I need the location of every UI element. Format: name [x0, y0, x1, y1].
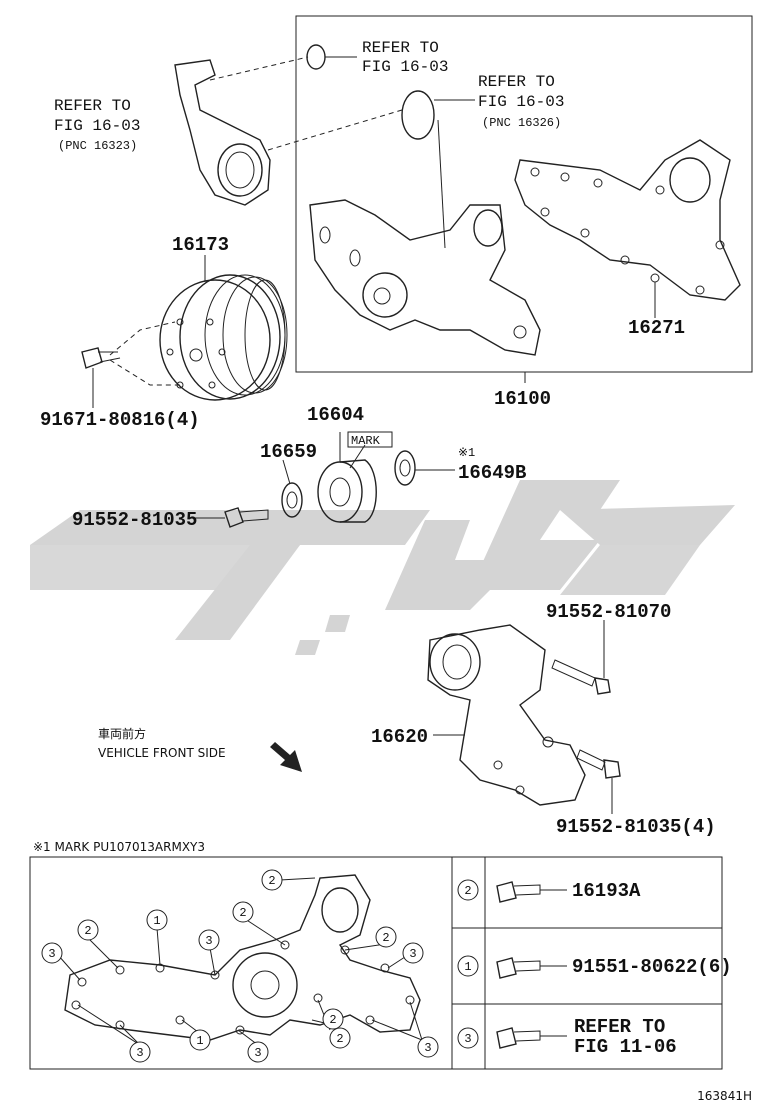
legend-3-text2: FIG 11-06	[574, 1036, 677, 1058]
part-label-16649b: 16649B	[458, 462, 526, 484]
callout-num: 1	[464, 960, 471, 974]
part-label-16271: 16271	[628, 317, 685, 339]
callout-num: 3	[48, 947, 55, 961]
o-ring-large	[401, 90, 435, 140]
bolt-91552-81035-4	[576, 749, 621, 814]
part-label-91552-81035-4: 91552-81035(4)	[556, 816, 716, 838]
callout-num: 2	[329, 1013, 336, 1027]
callout-num: 2	[382, 931, 389, 945]
part-label-91552-81035: 91552-81035	[72, 509, 197, 531]
direction-jp: 車両前方	[98, 726, 146, 741]
callout-circles	[41, 869, 479, 1063]
bolt-91552-81035	[193, 507, 269, 528]
part-label-16620: 16620	[371, 726, 428, 748]
tensioner	[427, 624, 586, 806]
ref-c-line1: REFER TO	[54, 97, 131, 115]
callout-num: 2	[84, 924, 91, 938]
figure-id: 163841H	[697, 1089, 752, 1103]
ref-c-line2: FIG 16-03	[54, 117, 140, 135]
note1-marker: ※1	[458, 446, 475, 460]
callout-num: 2	[464, 884, 471, 898]
legend-3-text1: REFER TO	[574, 1016, 665, 1038]
callout-num: 3	[464, 1032, 471, 1046]
callout-num: 1	[153, 914, 160, 928]
callout-num: 3	[409, 947, 416, 961]
callout-num: 3	[254, 1046, 261, 1060]
water-inlet-pipe	[174, 56, 403, 206]
callout-num: 2	[336, 1032, 343, 1046]
ref-b-line2: FIG 16-03	[478, 93, 564, 111]
footnote-mark: ※1 MARK PU107013ARMXY3	[33, 840, 205, 854]
pulley	[109, 255, 288, 401]
ref-a-line1: REFER TO	[362, 39, 439, 57]
part-label-16100: 16100	[494, 388, 551, 410]
watermark-logo	[30, 480, 735, 655]
part-label-91552-81070: 91552-81070	[546, 601, 671, 623]
water-pump-gasket	[514, 139, 741, 318]
mark-label: MARK	[351, 434, 381, 448]
idler-pulley	[281, 431, 455, 523]
legend-2-text: 91551-80622(6)	[572, 956, 732, 978]
water-pump-body	[309, 199, 541, 356]
part-label-16173: 16173	[172, 234, 229, 256]
callout-num: 2	[268, 874, 275, 888]
vehicle-front-arrow	[270, 742, 302, 772]
bolt-location-frame	[29, 856, 723, 1070]
legend-1-text: 16193A	[572, 880, 641, 902]
direction-en: VEHICLE FRONT SIDE	[98, 746, 226, 760]
callout-num: 2	[239, 906, 246, 920]
callout-num: 1	[196, 1034, 203, 1048]
bolt-91552-81070	[551, 620, 611, 695]
callout-num: 3	[424, 1041, 431, 1055]
ref-c-line3: (PNC 16323)	[58, 139, 137, 153]
ref-b-line1: REFER TO	[478, 73, 555, 91]
bolt-91671	[81, 347, 121, 408]
ref-a-line2: FIG 16-03	[362, 58, 448, 76]
part-label-16659: 16659	[260, 441, 317, 463]
assembly-frame	[295, 15, 753, 373]
part-label-16604: 16604	[307, 404, 364, 426]
ref-b-line3: (PNC 16326)	[482, 116, 561, 130]
legend-bolt-icons	[496, 881, 567, 1049]
pump-bolt-layout	[57, 874, 423, 1046]
callout-num: 3	[136, 1046, 143, 1060]
callout-numbers: 2 1 2 3 2 3 2 1 3 3 2 3 2 3 2 1 3	[48, 874, 471, 1060]
part-label-91671: 91671-80816(4)	[40, 409, 200, 431]
o-ring-small	[306, 44, 326, 70]
callout-num: 3	[205, 934, 212, 948]
